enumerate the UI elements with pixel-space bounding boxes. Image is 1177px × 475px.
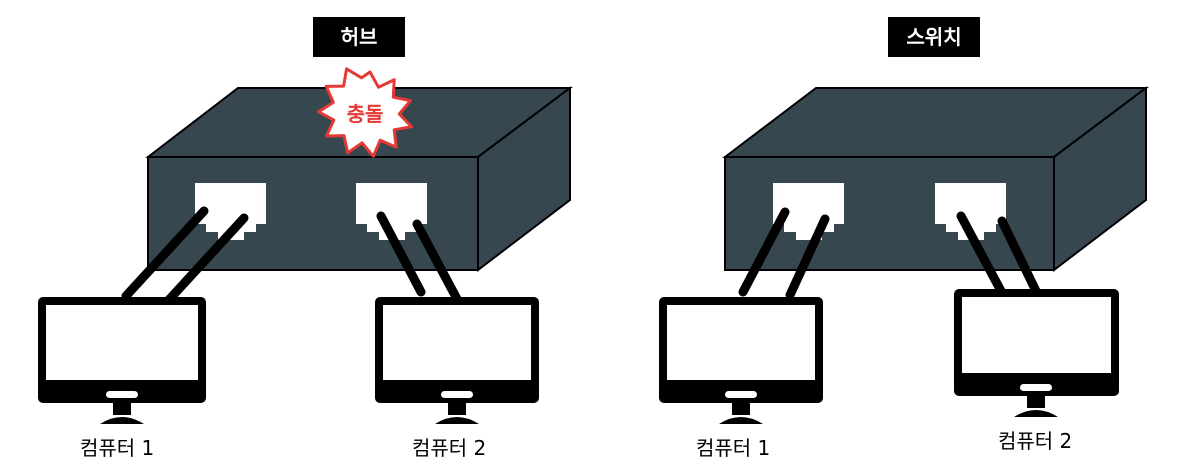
hub-port-2 [356,183,427,240]
hub-port-1 [195,183,266,240]
hub-cable-pc2-b [412,219,462,304]
hub-pc2-label: 컴퓨터 2 [412,436,487,460]
hub-pc1-neck [113,403,131,415]
switch-pc2-neck [1027,396,1045,408]
switch-pc2-base [1014,410,1058,417]
hub-pc2-neck [448,403,466,415]
hub-cables [121,206,462,308]
switch-pc2-label: 컴퓨터 2 [998,429,1073,453]
switch-cable-pc2-a [956,211,1006,296]
hub-computer-2 [375,297,539,424]
collision-label: 충돌 [347,102,384,126]
switch-pc2-screen [962,297,1111,373]
hub-device [145,86,573,273]
hub-computer-1 [38,297,206,424]
switch-pc1-label: 컴퓨터 1 [696,436,771,460]
switch-pc1-base [719,417,763,424]
switch-computer-1 [659,297,823,424]
switch-port-2 [935,183,1006,240]
collision-burst: 충돌 [317,67,413,158]
hub-title: 허브 [313,17,405,57]
switch-cables [738,207,1041,300]
hub-pc1-power-button [106,391,138,398]
collision-burst-shape [317,67,413,158]
switch-cable-pc1-b [785,214,830,300]
switch-pc1-power-button [725,391,757,398]
switch-device [722,86,1149,273]
switch-title: 스위치 [888,17,980,57]
hub-pc1-screen [46,305,198,380]
hub-pc2-screen [383,305,531,380]
hub-cable-pc1-b [161,213,249,308]
switch-pc1-screen [667,305,815,380]
hub-cable-pc1-a [121,206,209,301]
switch-pc1-neck [732,403,750,415]
switch-computer-2 [954,289,1119,417]
hub-pc1-label: 컴퓨터 1 [80,436,155,460]
hub-cable-pc2-a [376,211,426,297]
hub-pc1-base [100,417,144,424]
hub-pc2-base [435,417,479,424]
hub-pc2-power-button [441,391,473,398]
switch-cable-pc2-b [997,216,1041,296]
switch-cable-pc1-a [738,207,790,297]
switch-pc2-power-button [1020,384,1052,391]
